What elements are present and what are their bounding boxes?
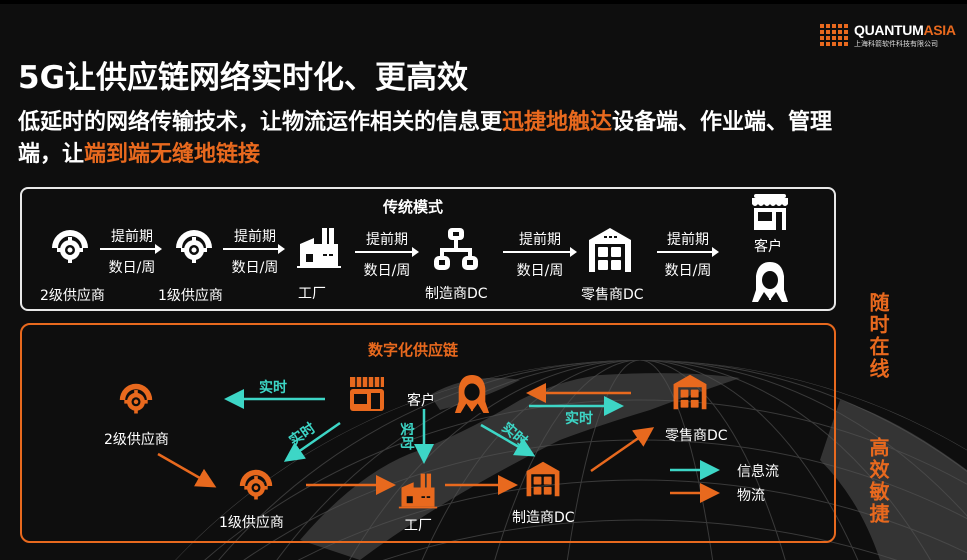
digital-node-label: 1级供应商	[219, 515, 284, 531]
factory-icon	[297, 228, 341, 268]
trad-node-label: 制造商DC	[425, 286, 488, 302]
gear-supplier-icon	[52, 230, 88, 263]
arrow-icon	[100, 244, 162, 254]
arrow-icon	[355, 247, 419, 257]
lead-time-duration: 数日/周	[231, 260, 279, 276]
warehouse-icon	[673, 374, 707, 410]
logo-mark-icon	[820, 24, 850, 48]
page-title: 5G让供应链网络实时化、更高效	[18, 60, 469, 96]
open-store-icon	[350, 377, 384, 411]
top-bar	[0, 0, 967, 4]
lead-time-duration: 数日/周	[516, 263, 564, 279]
arrow-icon	[657, 247, 719, 257]
trad-node-label: 1级供应商	[158, 288, 223, 304]
digital-supply-chain-title: 数字化供应链	[368, 341, 459, 359]
customer-person-icon	[752, 262, 788, 302]
lead-time-label: 提前期	[519, 232, 561, 248]
trad-node-label: 零售商DC	[581, 287, 644, 303]
gear-supplier-icon	[176, 230, 212, 263]
side-label-always-online: 随时在线	[866, 292, 890, 380]
digital-node-label: 客户	[407, 393, 435, 409]
lead-time-duration: 数日/周	[363, 263, 411, 279]
digital-node-label: 工厂	[404, 518, 432, 534]
digital-node-label: 2级供应商	[104, 432, 169, 448]
lead-time-label: 提前期	[234, 229, 276, 245]
page-subtitle: 低延时的网络传输技术，让物流运作相关的信息更迅捷地触达设备端、作业端、管理端，让…	[18, 110, 833, 167]
digital-supply-chain-panel	[20, 323, 836, 543]
legend-logistics: 物流	[737, 488, 765, 504]
arrow-icon	[223, 244, 285, 254]
arrow-icon	[503, 247, 577, 257]
traditional-mode-panel	[20, 187, 836, 311]
trad-node-label: 2级供应商	[40, 288, 105, 304]
realtime-label: 实时	[259, 380, 287, 396]
warehouse-icon	[589, 228, 631, 272]
warehouse-icon	[526, 461, 560, 497]
logo-name: QUANTUMASIA	[854, 22, 956, 38]
lead-time-label: 提前期	[366, 232, 408, 248]
logo-subtitle: 上海科箭软件科技有限公司	[854, 40, 938, 48]
digital-node-label: 制造商DC	[512, 510, 575, 526]
digital-node-label: 零售商DC	[665, 428, 728, 444]
lead-time-label: 提前期	[667, 232, 709, 248]
company-logo: QUANTUMASIA 上海科箭软件科技有限公司	[820, 22, 960, 50]
store-icon	[752, 194, 788, 230]
factory-icon	[398, 473, 438, 509]
trad-node-label: 客户	[754, 239, 782, 255]
realtime-label: 实时	[565, 411, 593, 427]
lead-time-duration: 数日/周	[108, 260, 156, 276]
network-dc-icon	[434, 228, 478, 270]
gear-supplier-icon	[239, 469, 273, 500]
customer-person-icon	[454, 375, 490, 413]
legend-info-flow: 信息流	[737, 464, 779, 480]
lead-time-duration: 数日/周	[664, 263, 712, 279]
side-label-efficient-agile: 高效敏捷	[866, 437, 890, 525]
trad-node-label: 工厂	[298, 286, 326, 302]
gear-supplier-icon	[119, 383, 153, 414]
traditional-mode-title: 传统模式	[383, 198, 444, 216]
realtime-label: 实时	[398, 422, 414, 450]
lead-time-label: 提前期	[111, 229, 153, 245]
